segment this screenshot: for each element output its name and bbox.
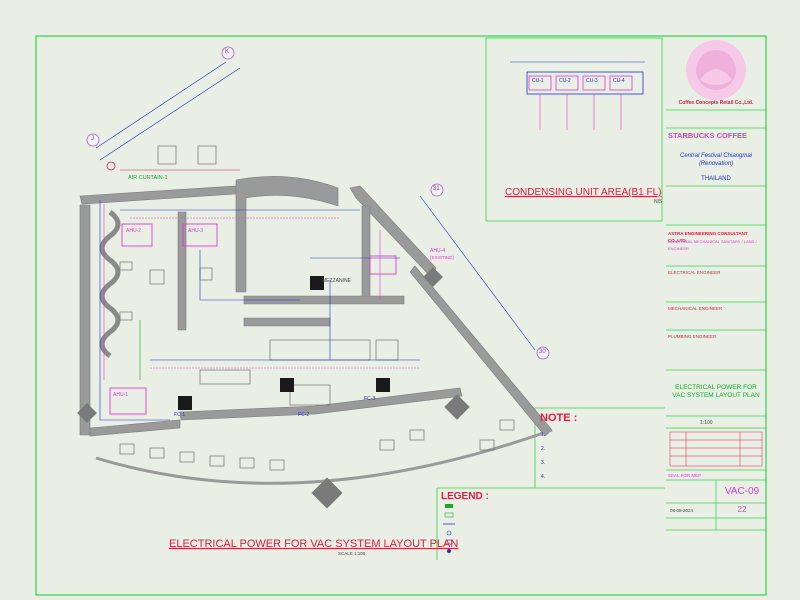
drawing-date: 08-08-2024 [670, 508, 694, 513]
condensing-units [510, 61, 645, 130]
wavy-banquette [99, 210, 121, 358]
sheet-border [35, 35, 767, 596]
project-name: STARBUCKS COFFEE [668, 131, 748, 140]
legend-title: LEGEND : [441, 491, 489, 502]
furniture [119, 145, 515, 471]
condensing-title: CONDENSING UNIT AREA(B1 FL) [505, 187, 662, 198]
country: THAILAND [701, 176, 731, 182]
electrical-engineer-label: ELECTRICAL ENGINEER [668, 270, 721, 275]
ahu-1-label: AHU-1 [113, 392, 129, 398]
mezzanine-label: MEZZANINE [322, 278, 351, 284]
fc-3-label: FC-3 [364, 396, 376, 402]
consultant-name: ASTRA ENGINEERING CONSULTANT CO.,LTD. [668, 231, 748, 243]
grid-lines [95, 61, 536, 351]
grid-bubbles [86, 46, 550, 360]
grid-bubble-k: K [225, 49, 230, 55]
location-name: Central Festival Chiangmai [679, 153, 753, 159]
air-curtain-label: AIR CURTAIN-1 [128, 175, 168, 181]
condensing-scale: N/S [654, 199, 663, 205]
consultant-sub: ELECTRICAL MECHANICAL SANITARY / LAND / … [668, 239, 757, 251]
mechanical-engineer-label: MECHANICAL ENGINEER [668, 306, 723, 311]
ahu-3-label: AHU-3 [188, 228, 204, 234]
starbucks-logo [686, 40, 746, 100]
pillars [77, 267, 470, 509]
title-block-lines [666, 109, 766, 531]
plan-scale: SCALE 1:100 [338, 551, 366, 556]
condensing-box [485, 37, 663, 222]
grid-bubble-30: 30 [539, 349, 546, 355]
wiring [99, 169, 420, 421]
page-number: 22 [737, 505, 747, 514]
drawing-title: ELECTRICAL POWER FOR VAC SYSTEM LAYOUT P… [672, 384, 760, 399]
note-item-2: 2. [541, 446, 546, 452]
note-title: NOTE : [540, 412, 578, 424]
ahu-boxes [109, 223, 397, 415]
plan-title: ELECTRICAL POWER FOR VAC SYSTEM LAYOUT P… [169, 538, 459, 550]
mep-seal-label: SEAL FOR MEP [668, 473, 702, 478]
sheet-number: VAC-09 [724, 486, 760, 497]
fc-1-label: FC-1 [174, 412, 186, 418]
note-item-4: 4. [541, 474, 546, 480]
fan-coils [178, 276, 390, 410]
plumbing-engineer-label: PLUMBING ENGINEER [668, 334, 717, 339]
ahu-2-label: AHU-2 [126, 228, 142, 234]
cu-label-2: CU-2 [559, 78, 571, 84]
note-item-1: 1. [541, 432, 546, 438]
cu-label-4: CU-4 [613, 78, 625, 84]
revision-table [669, 431, 763, 467]
grid-bubble-j: J [91, 136, 94, 142]
grid-bubble-31: 31 [433, 186, 440, 192]
building-walls [79, 176, 553, 485]
cu-label-3: CU-3 [586, 78, 598, 84]
location-sub: (Renovation) [698, 161, 734, 167]
cu-label-1: CU-1 [532, 78, 544, 84]
client-name: Coffee Concepts Retail Co.,Ltd. [678, 100, 754, 106]
note-item-3: 3. [541, 460, 546, 466]
title-block-scale: 1:100 [700, 420, 713, 426]
fc-2-label: FC-2 [298, 412, 310, 418]
ahu-4-existing: (EXISTING) [430, 255, 455, 260]
legend-symbols [443, 504, 455, 553]
ahu-4-label: AHU-4 [430, 248, 446, 254]
